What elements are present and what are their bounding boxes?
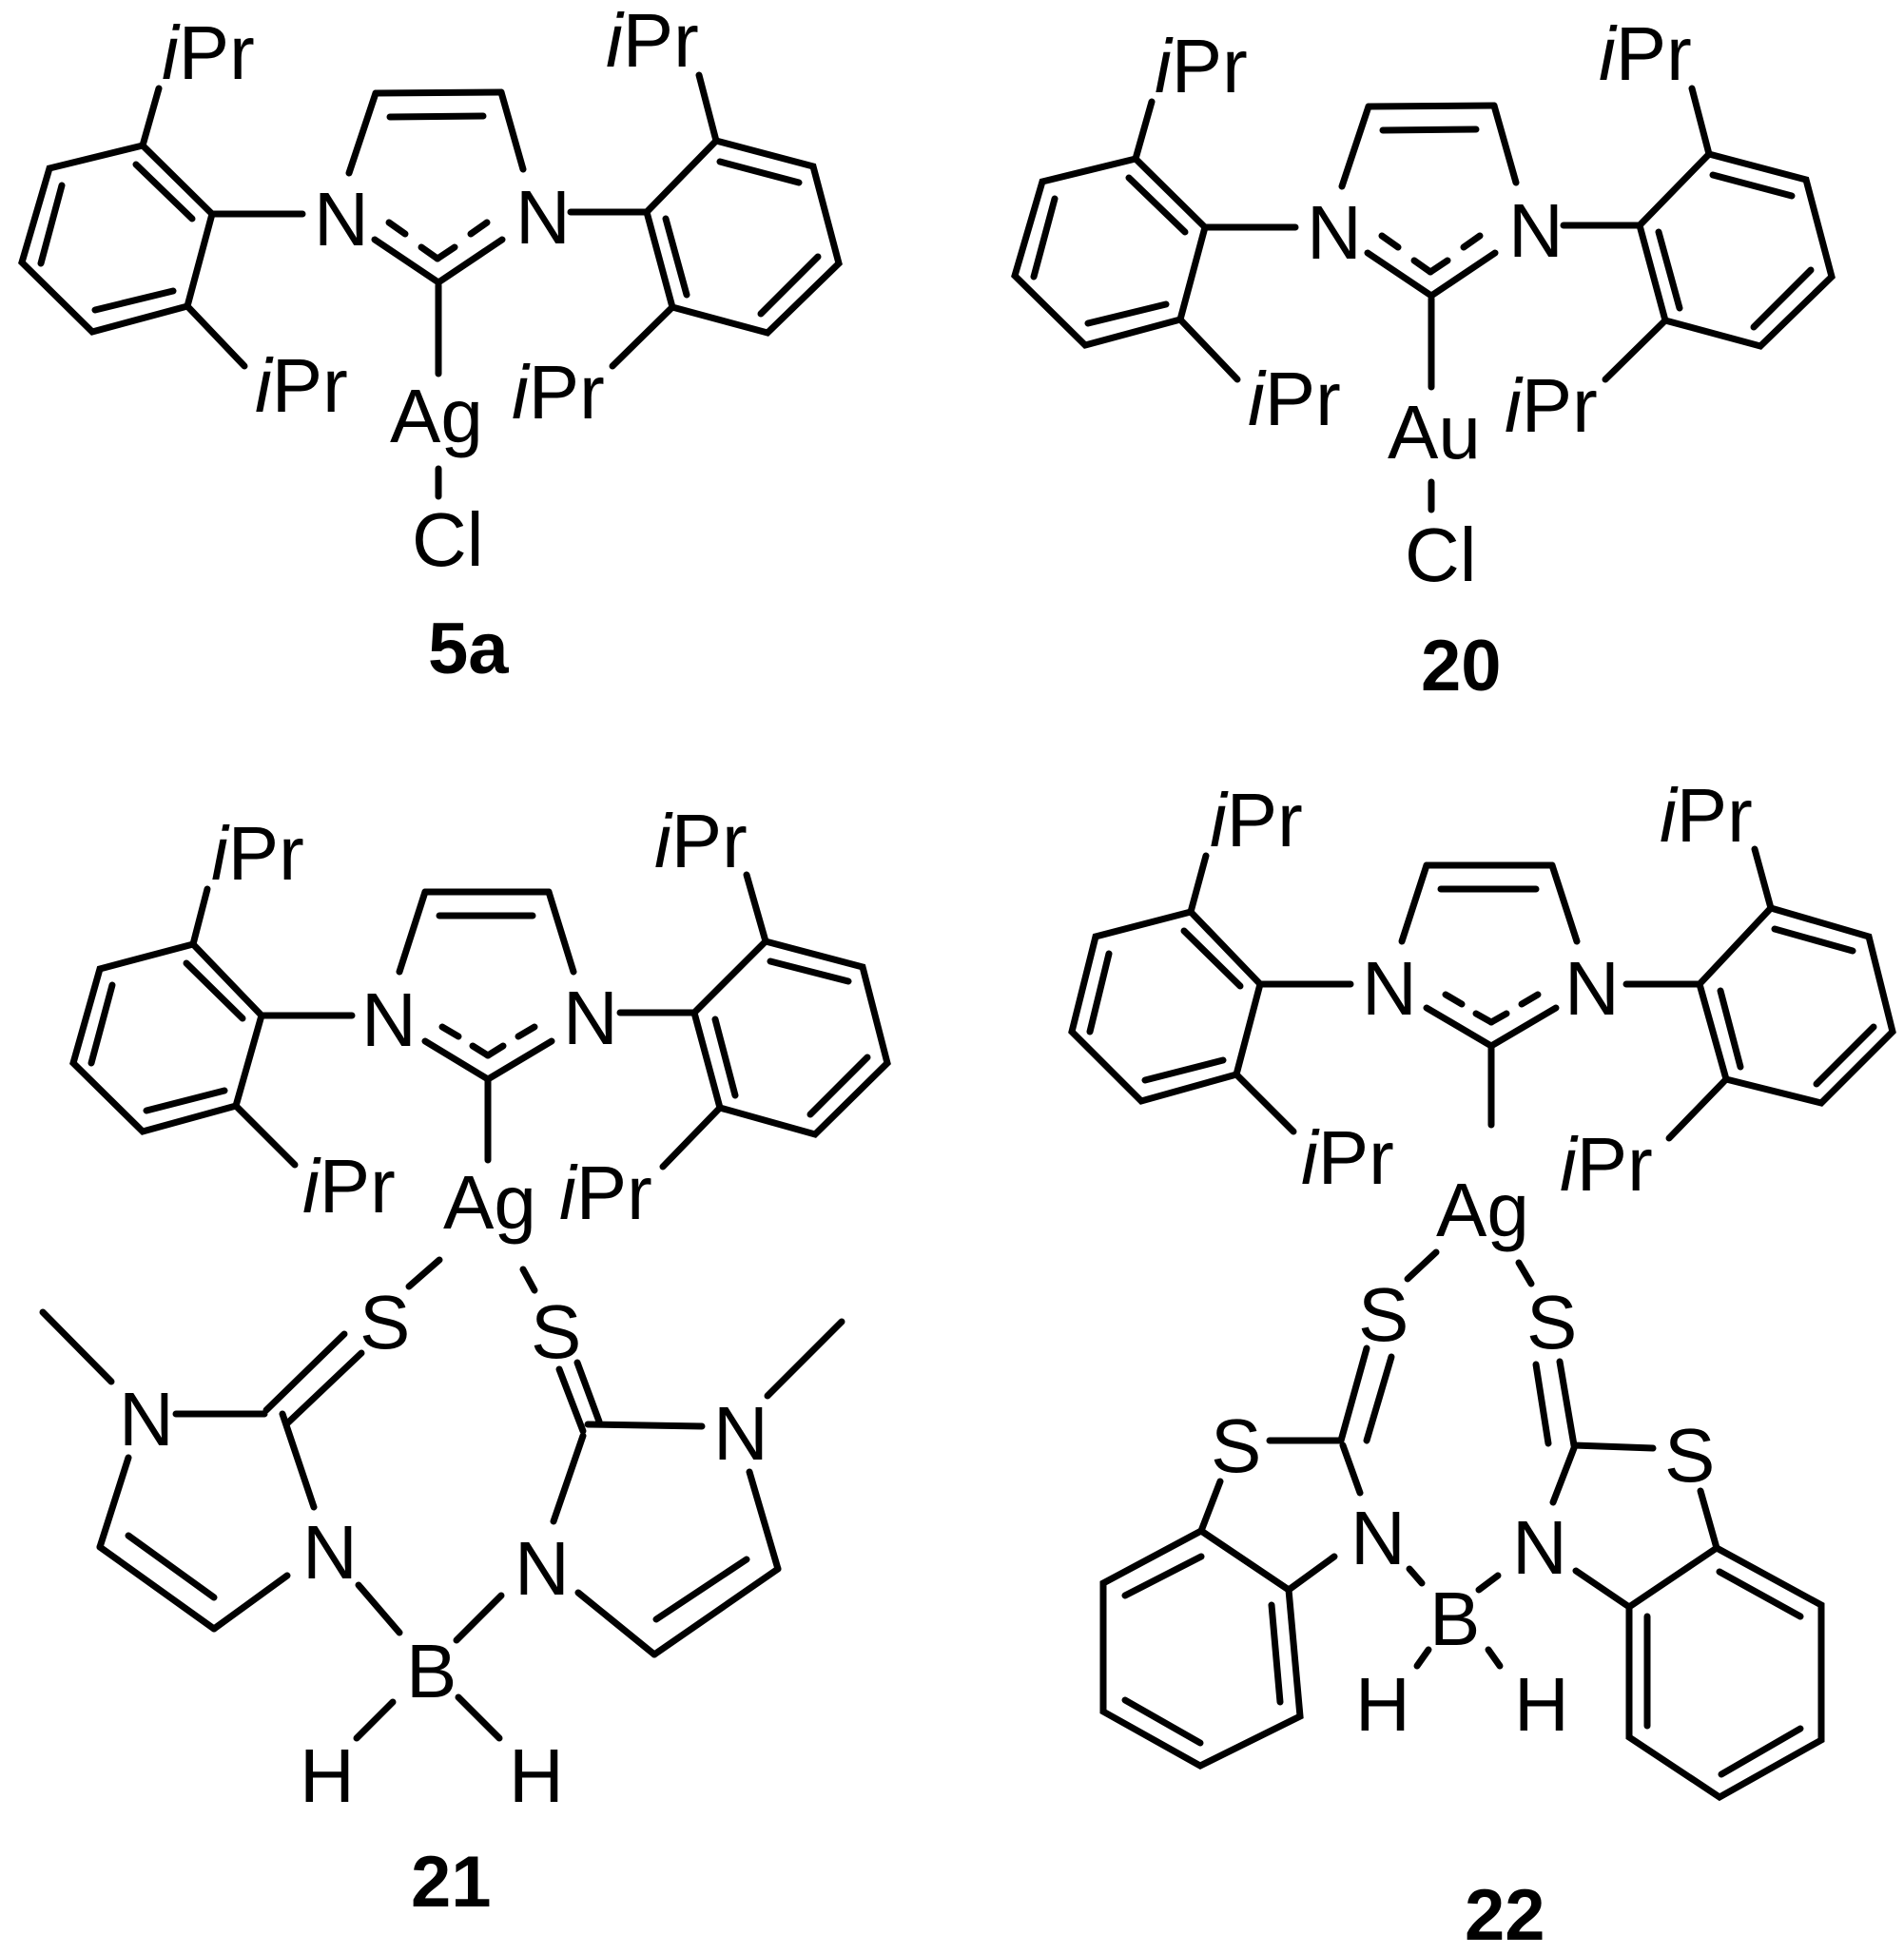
sulfur-ring-right: S	[1664, 1413, 1715, 1498]
imidazolylidene-ring	[1338, 102, 1520, 391]
right-imidazolethione-ring	[453, 1318, 845, 1658]
sulfur-thione-right: S	[1526, 1280, 1577, 1364]
right-aryl-ring	[1560, 85, 1836, 383]
ipr-top-left: iPr	[162, 10, 255, 95]
compound-label-5a: 5a	[428, 609, 509, 689]
compound-20: iPr iPr N N iPr iPr Au	[1011, 11, 1836, 706]
nitrogen-right: N	[1564, 946, 1620, 1031]
hydrogen-left: H	[1355, 1662, 1410, 1747]
left-imidazolethione-ring	[39, 1308, 403, 1636]
ipr-bottom-left: iPr	[255, 343, 348, 428]
right-aryl-ring	[567, 71, 843, 370]
nitrogen-left: N	[361, 977, 417, 1062]
hydrogen-right: H	[1514, 1662, 1569, 1747]
hydrogen-right: H	[509, 1733, 564, 1818]
ipr-top-right: iPr	[1660, 773, 1753, 858]
chloride: Cl	[412, 497, 484, 582]
metal-silver: Ag	[443, 1160, 536, 1245]
ipr-top-right: iPr	[606, 0, 699, 83]
ipr-top-right: iPr	[654, 799, 748, 883]
chloride: Cl	[1405, 513, 1477, 597]
left-aryl-ring	[69, 885, 356, 1169]
left-aryl-ring	[1068, 852, 1354, 1135]
ipr-bottom-right: iPr	[559, 1151, 652, 1235]
nitrogen-left: N	[314, 177, 369, 261]
imidazolylidene-ring	[396, 888, 577, 1164]
imidazolylidene-ring	[345, 88, 527, 377]
metal-gold: Au	[1388, 390, 1481, 474]
right-benzothiazolethione	[1475, 1358, 1825, 1802]
right-aryl-ring	[616, 871, 891, 1170]
ipr-top-right: iPr	[1599, 11, 1692, 96]
nitrogen-boron-left: N	[1350, 1496, 1406, 1580]
ipr-bottom-left: iPr	[1301, 1115, 1394, 1200]
ipr-bottom-right: iPr	[512, 350, 605, 435]
nitrogen-left: N	[1362, 946, 1417, 1031]
compound-label-20: 20	[1421, 626, 1502, 706]
imidazolylidene-ring	[1398, 861, 1581, 1129]
ipr-top-left: iPr	[1155, 24, 1248, 108]
nitrogen-right: N	[1508, 188, 1564, 273]
sulfur-left: S	[359, 1280, 410, 1364]
compound-5a: iPr iPr N N iPr iPr	[18, 0, 843, 689]
nitrogen-boron-left: N	[302, 1510, 358, 1595]
nitrogen-left: N	[1307, 190, 1362, 275]
hydrogen-left: H	[300, 1733, 355, 1818]
compound-21: iPr iPr N N iPr iPr Ag	[39, 799, 891, 1923]
compound-22: iPr iPr N N iPr iPr Ag	[1068, 773, 1896, 1954]
sulfur-right: S	[531, 1289, 581, 1374]
sulfur-ring-left: S	[1211, 1403, 1261, 1488]
ipr-bottom-left: iPr	[302, 1144, 396, 1229]
metal-silver: Ag	[390, 374, 483, 458]
left-aryl-ring	[1011, 98, 1299, 383]
nitrogen-boron-right: N	[1512, 1505, 1567, 1590]
nitrogen-methyl-right: N	[713, 1391, 768, 1476]
nitrogen-right: N	[515, 175, 571, 260]
boron: B	[406, 1629, 457, 1713]
nitrogen-right: N	[563, 976, 618, 1060]
ipr-bottom-right: iPr	[1560, 1122, 1653, 1207]
nitrogen-boron-right: N	[515, 1526, 570, 1611]
left-aryl-ring	[18, 85, 306, 370]
sulfur-thione-left: S	[1358, 1272, 1409, 1357]
right-aryl-ring	[1622, 845, 1896, 1142]
ipr-bottom-right: iPr	[1505, 363, 1598, 448]
compound-label-22: 22	[1465, 1875, 1545, 1954]
left-benzothiazolethione	[1099, 1345, 1426, 1770]
ipr-top-left: iPr	[1210, 778, 1303, 862]
ipr-top-left: iPr	[211, 811, 304, 896]
ipr-bottom-left: iPr	[1248, 357, 1341, 441]
nitrogen-methyl-left: N	[119, 1377, 174, 1461]
metal-silver: Ag	[1436, 1168, 1529, 1252]
boron: B	[1429, 1577, 1480, 1661]
compound-label-21: 21	[411, 1842, 492, 1923]
